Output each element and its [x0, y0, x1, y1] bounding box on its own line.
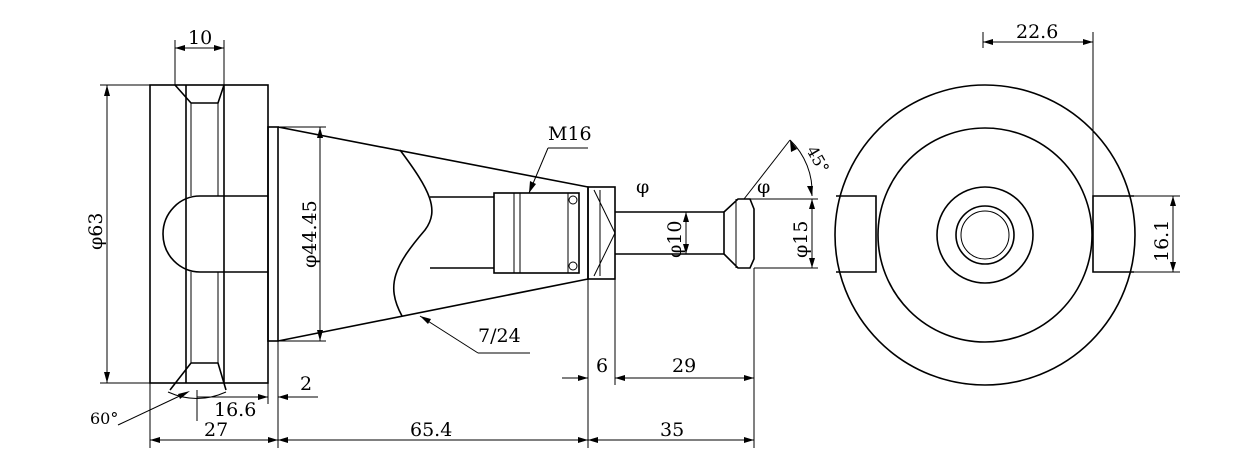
dim-diameter-15: φ15 [790, 221, 812, 258]
dim-16-1: 16.1 [1151, 220, 1173, 262]
dim-22-6: 22.6 [1016, 21, 1058, 43]
break-line [393, 149, 433, 317]
side-view: 10 φ63 φ44.45 M16 7/24 60° 16. [85, 27, 833, 448]
dim-16-6: 16.6 [214, 399, 256, 421]
pin-head [723, 198, 755, 269]
label-taper: 7/24 [478, 325, 521, 347]
label-angle-60: 60° [90, 409, 118, 428]
diameter-symbol-b: φ [757, 176, 770, 198]
dim-groove-width: 10 [188, 27, 212, 49]
flange-body [149, 84, 269, 384]
dim-29: 29 [672, 355, 696, 377]
outer-circle [834, 84, 1136, 386]
collar [587, 186, 616, 280]
dim-diameter-44: φ44.45 [299, 200, 321, 268]
diameter-symbol-a: φ [636, 176, 649, 198]
flange-step [267, 126, 279, 342]
label-angle-45: 45° [803, 143, 834, 177]
key-left [836, 195, 877, 273]
dim-diameter-10: φ10 [664, 221, 686, 258]
dim-65-4: 65.4 [410, 419, 452, 441]
dim-35: 35 [660, 419, 684, 441]
threaded-stud [493, 192, 580, 274]
dim-27: 27 [204, 419, 228, 441]
dim-diameter-63: φ63 [85, 213, 107, 250]
dim-2: 2 [300, 373, 312, 395]
key-slot [162, 195, 268, 273]
bore-circle [936, 186, 1034, 284]
label-thread: M16 [548, 123, 592, 145]
taper-outline [277, 126, 589, 342]
v-groove-bottom [169, 362, 227, 391]
inner-circle [877, 127, 1093, 343]
front-view: 22.6 16.1 [834, 21, 1180, 386]
dim-6: 6 [596, 355, 608, 377]
v-groove-top [174, 84, 225, 104]
key-right [1092, 195, 1134, 273]
